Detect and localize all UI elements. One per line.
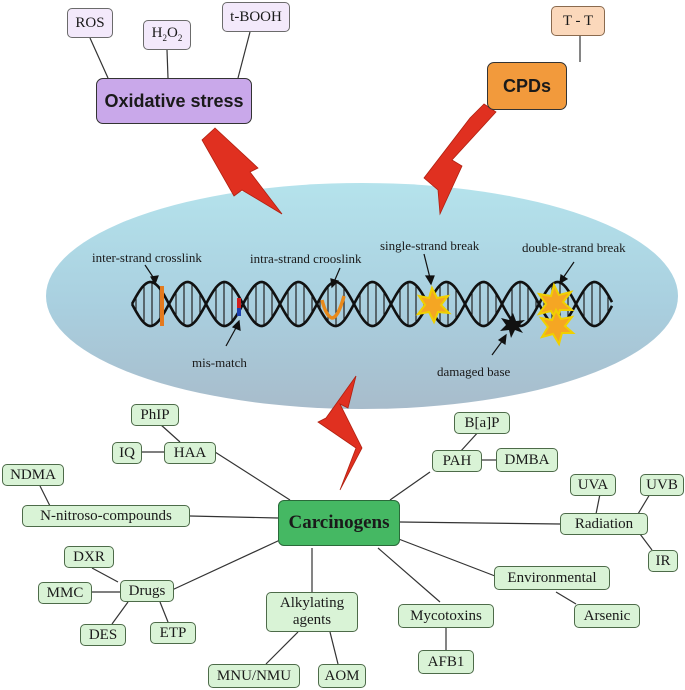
uvb-label: UVB: [646, 477, 678, 493]
double-strand-break-star-2: [538, 307, 576, 347]
bap-label: B[a]P: [464, 415, 500, 431]
damaged-base-label: damaged base: [437, 364, 511, 379]
dna-helix: [130, 280, 614, 347]
ir-label: IR: [655, 553, 671, 569]
inter-strand-label: inter-strand crosslink: [92, 250, 202, 265]
uvb-box: UVB: [640, 474, 684, 496]
mmc-box: MMC: [38, 582, 92, 604]
environmental-label: Environmental: [507, 570, 597, 586]
h2o2-box: H2O2: [143, 20, 191, 50]
radiation-box: Radiation: [560, 513, 648, 535]
oxidative-stress-label: Oxidative stress: [104, 91, 244, 111]
iq-label: IQ: [119, 445, 135, 461]
aom-label: AOM: [324, 668, 360, 684]
aom-box: AOM: [318, 664, 366, 688]
cpds-arrow: [423, 103, 497, 216]
intra-strand-label: intra-strand crooslink: [250, 251, 362, 266]
arrows: [201, 103, 497, 491]
carcinogen-connectors: [39, 423, 653, 665]
cpds-node: CPDs: [487, 62, 567, 110]
arsenic-box: Arsenic: [574, 604, 640, 628]
pah-box: PAH: [432, 450, 482, 472]
carcinogens-arrow: [317, 375, 363, 491]
double-strand-label: double-strand break: [522, 240, 626, 255]
dxr-box: DXR: [64, 546, 114, 568]
mismatch-label: mis-match: [192, 355, 247, 370]
ros-box: ROS: [67, 8, 113, 38]
ros-label: ROS: [75, 15, 105, 31]
alkylating-label: Alkylating agents: [279, 595, 345, 628]
single-strand-break-star: [415, 285, 452, 325]
mycotoxins-label: Mycotoxins: [410, 608, 482, 624]
mmc-label: MMC: [46, 585, 84, 601]
des-label: DES: [88, 627, 118, 643]
oxidative-connectors: [89, 31, 581, 79]
dmba-box: DMBA: [496, 448, 558, 472]
alkylating-box: Alkylating agents: [266, 592, 358, 632]
etp-box: ETP: [150, 622, 196, 644]
tt-box: T - T: [551, 6, 605, 36]
carcinogens-label: Carcinogens: [288, 512, 390, 533]
ir-box: IR: [648, 550, 678, 572]
tt-label: T - T: [562, 13, 594, 29]
haa-box: HAA: [164, 442, 216, 464]
mycotoxins-box: Mycotoxins: [398, 604, 494, 628]
mnu-label: MNU/NMU: [216, 668, 292, 684]
intra-strand-crosslink-mark: [320, 295, 346, 320]
uva-box: UVA: [570, 474, 616, 496]
nitroso-label: N-nitroso-compounds: [40, 508, 172, 524]
mnu-box: MNU/NMU: [208, 664, 300, 688]
uva-label: UVA: [577, 477, 609, 493]
bap-box: B[a]P: [454, 412, 510, 434]
iq-box: IQ: [112, 442, 142, 464]
des-box: DES: [80, 624, 126, 646]
damaged-base-star: [500, 313, 525, 338]
oxidative-stress-node: Oxidative stress: [96, 78, 252, 124]
tbooh-label: t-BOOH: [230, 9, 282, 25]
label-pointers: [144, 253, 575, 356]
single-strand-label: single-strand break: [380, 238, 480, 253]
ndma-label: NDMA: [10, 467, 56, 483]
arsenic-label: Arsenic: [583, 608, 631, 624]
dxr-label: DXR: [73, 549, 105, 565]
pah-label: PAH: [442, 453, 472, 469]
nitroso-box: N-nitroso-compounds: [22, 505, 190, 527]
oxidative-arrow: [201, 127, 283, 215]
drugs-label: Drugs: [128, 583, 166, 599]
phip-label: PhIP: [140, 407, 170, 423]
dmba-label: DMBA: [504, 452, 550, 468]
etp-label: ETP: [159, 625, 187, 641]
afb1-box: AFB1: [418, 650, 474, 674]
h2o2-label: H2O2: [151, 24, 183, 43]
ndma-box: NDMA: [2, 464, 64, 486]
haa-label: HAA: [173, 445, 207, 461]
cpds-label: CPDs: [502, 76, 551, 96]
carcinogens-node: Carcinogens: [278, 500, 400, 546]
cell-ellipse: [46, 183, 678, 409]
afb1-label: AFB1: [427, 654, 465, 670]
environmental-box: Environmental: [494, 566, 610, 590]
phip-box: PhIP: [131, 404, 179, 426]
drugs-box: Drugs: [120, 580, 174, 602]
radiation-label: Radiation: [574, 516, 634, 532]
tbooh-box: t-BOOH: [222, 2, 290, 32]
